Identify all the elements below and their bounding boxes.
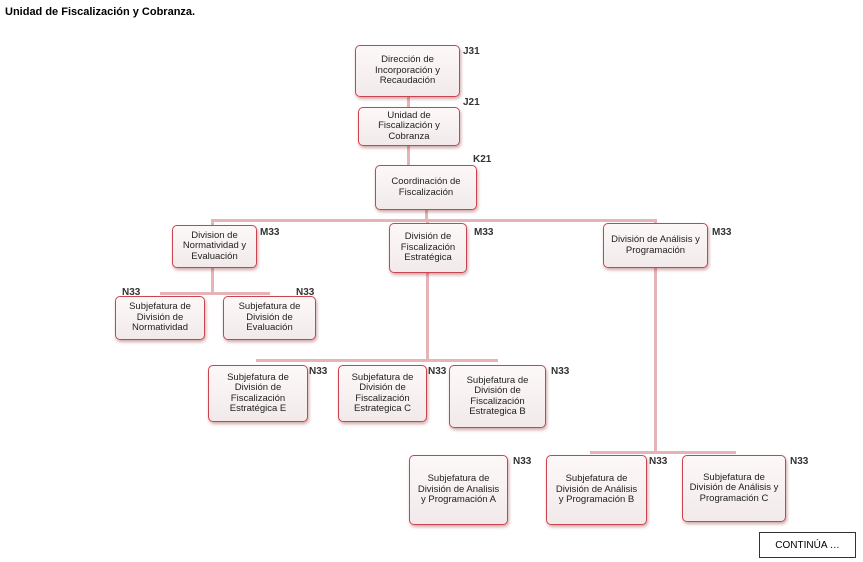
connector bbox=[426, 273, 429, 360]
connector bbox=[654, 219, 657, 223]
connector bbox=[211, 268, 214, 294]
connector bbox=[211, 219, 657, 222]
connector bbox=[654, 268, 657, 453]
node-code: J31 bbox=[463, 46, 480, 57]
org-node-division-analisis: División de Análisis y Programación bbox=[603, 223, 708, 268]
connector bbox=[407, 97, 410, 107]
node-code: N33 bbox=[649, 456, 668, 467]
org-node-subjefatura-estrategica-b: Subjefatura de División de Fiscalización… bbox=[449, 365, 546, 428]
org-node-coordinacion-fiscalizacion: Coordinación de Fiscalización bbox=[375, 165, 477, 210]
node-code: K21 bbox=[473, 154, 492, 165]
node-code: N33 bbox=[296, 287, 315, 298]
page-title: Unidad de Fiscalización y Cobranza. bbox=[5, 6, 196, 18]
connector bbox=[160, 292, 270, 295]
node-code: N33 bbox=[551, 366, 570, 377]
org-node-subjefatura-analisis-a: Subjefatura de División de Analisis y Pr… bbox=[409, 455, 508, 525]
node-code: N33 bbox=[513, 456, 532, 467]
node-code: N33 bbox=[122, 287, 141, 298]
org-node-unidad-fiscalizacion: Unidad de Fiscalización y Cobranza bbox=[358, 107, 460, 146]
org-node-subjefatura-estrategica-c: Subjefatura de División de Fiscalización… bbox=[338, 365, 427, 422]
node-code: J21 bbox=[463, 97, 480, 108]
node-code: N33 bbox=[309, 366, 328, 377]
node-code: M33 bbox=[474, 227, 494, 238]
connector bbox=[256, 359, 498, 362]
org-node-subjefatura-analisis-b: Subjefatura de División de Análisis y Pr… bbox=[546, 455, 647, 525]
node-code: N33 bbox=[790, 456, 809, 467]
node-code: M33 bbox=[712, 227, 732, 238]
connector bbox=[425, 210, 428, 221]
org-node-subjefatura-normatividad: Subjefatura de División de Normatividad bbox=[115, 296, 205, 340]
org-node-division-fiscalizacion-estrategica: División de Fiscalización Estratégica bbox=[389, 223, 467, 273]
org-node-division-normatividad: Division de Normatividad y Evaluación bbox=[172, 225, 257, 268]
connector bbox=[590, 451, 736, 454]
connector bbox=[211, 219, 214, 225]
org-node-subjefatura-estrategica-e: Subjefatura de División de Fiscalización… bbox=[208, 365, 308, 422]
connector bbox=[426, 219, 429, 223]
org-node-subjefatura-evaluacion: Subjefatura de División de Evaluación bbox=[223, 296, 316, 340]
connector bbox=[407, 146, 410, 165]
org-node-subjefatura-analisis-c: Subjefatura de División de Análisis y Pr… bbox=[682, 455, 786, 522]
node-code: N33 bbox=[428, 366, 447, 377]
org-node-direccion-incorporacion: Dirección de Incorporación y Recaudación bbox=[355, 45, 460, 97]
node-code: M33 bbox=[260, 227, 280, 238]
continue-button[interactable]: CONTINÚA … bbox=[759, 532, 856, 558]
